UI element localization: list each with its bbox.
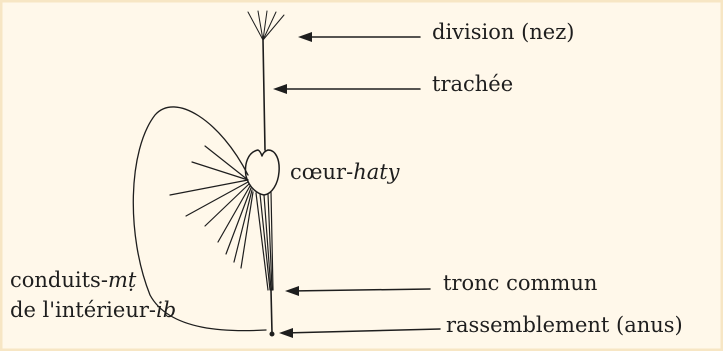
- label-rassemblement: rassemblement (anus): [446, 315, 683, 336]
- label-interieur-text: de l'intérieur-: [10, 298, 156, 322]
- label-interieur: de l'intérieur-ib: [10, 300, 176, 321]
- label-trachee: trachée: [432, 74, 513, 95]
- label-coeur-italic: haty: [353, 160, 399, 184]
- label-coeur-text: cœur-: [290, 160, 353, 184]
- label-conduits-italic: mṭ: [108, 268, 136, 292]
- label-coeur: cœur-haty: [290, 162, 400, 183]
- common-trunk-line: [271, 290, 272, 333]
- label-division: division (nez): [432, 22, 574, 43]
- label-conduits: conduits-mṭ: [10, 270, 136, 291]
- anus-point: [270, 332, 274, 336]
- label-tronc: tronc commun: [443, 273, 597, 294]
- label-interieur-italic: ib: [156, 298, 176, 322]
- label-conduits-text: conduits-: [10, 268, 108, 292]
